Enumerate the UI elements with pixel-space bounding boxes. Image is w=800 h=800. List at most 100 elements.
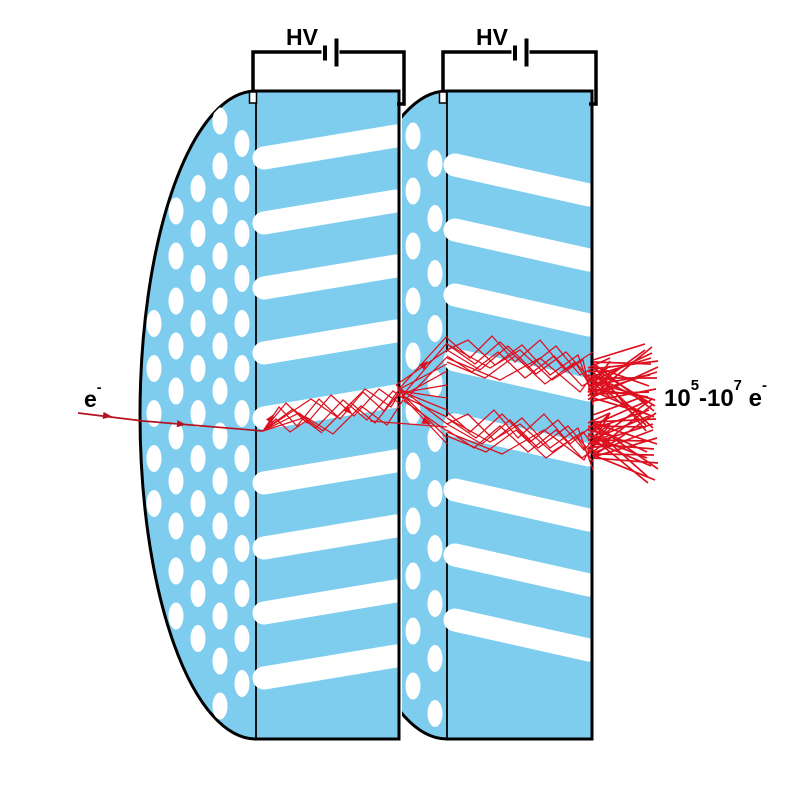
face-hole [405,177,421,205]
exit-fan-upper [592,346,653,396]
face-hole [190,265,206,292]
cascade-line-plate1 [262,387,401,432]
face-hole [405,342,421,370]
cascade-line-plate1 [262,390,405,432]
face-hole [234,670,250,697]
cascade-line-plate2-lower [446,429,594,461]
face-hole [212,242,228,270]
hv-wire-left [251,50,322,91]
exit-fan-upper [592,397,648,415]
face-hole [212,467,228,495]
input-electron-charge: - [96,379,102,396]
face-hole [405,562,421,590]
face-hole [190,490,206,517]
cascade-line-plate1 [262,388,400,432]
cascade-line-plate2-lower [446,409,594,445]
face-hole [212,107,228,135]
face-hole [427,700,443,727]
electron-trajectories [77,335,659,484]
exit-stub-upper [587,365,611,383]
arrowhead-icon [419,361,428,370]
face-hole [190,400,206,427]
face-hole [427,645,443,672]
arrowhead-icon [176,420,186,428]
exit-stub-upper [587,370,611,373]
face-hole [234,265,250,292]
cascade-line-plate2-upper [446,345,594,383]
channel-stripe [443,543,592,597]
exit-stub-upper [587,378,611,387]
face-hole [168,287,184,315]
exit-fan-upper [592,367,656,407]
face-hole [146,400,162,427]
exit-fan-upper [592,388,657,402]
exit-stub-lower [587,412,611,424]
cascade-line-plate2-upper [446,339,594,399]
exit-stub-upper [587,373,611,397]
exit-fan-upper [592,343,646,361]
face-hole [234,130,250,157]
face-hole [190,310,206,337]
hv-wire-right [529,50,598,106]
face-hole [146,490,162,517]
exit-fan-lower [592,404,653,453]
face-hole [234,400,250,427]
face-hole [234,355,250,382]
face-hole [234,625,250,652]
cascade-line-plate2-lower [446,419,594,456]
input-electron-symbol: e [84,386,97,412]
electrode-contact-slot [248,91,258,104]
exit-fan-lower [592,422,658,445]
gap-transfer-line [395,349,448,386]
face-hole [427,315,443,342]
hv-label-right: HV [476,24,508,50]
incoming-electron-line [77,412,264,432]
face-hole [234,175,250,202]
exit-fan-upper [592,352,653,382]
cascade-line-plate2-upper [446,357,594,393]
face-hole [427,535,443,562]
gap-transfer-line [397,335,448,391]
face-hole [190,580,206,607]
mcp-plate-rear [402,89,594,741]
face-hole [405,452,421,480]
electrode-contact-slot [438,91,448,104]
gap-transfer-line [397,363,448,391]
arrowhead-icon [342,405,352,414]
face-hole [427,480,443,507]
gap-transfer-line [403,356,448,402]
cascade-line-plate2-lower [446,413,594,451]
face-hole [405,287,421,315]
arrowhead-icon [102,411,112,419]
face-hole [146,310,162,337]
exit-stub-upper [587,360,611,393]
exit-fan-lower [592,453,655,456]
face-hole [212,152,228,180]
face-hole [146,445,162,472]
face-hole [405,507,421,535]
face-hole [146,355,162,382]
face-hole [212,692,228,720]
channel-stripe [443,283,592,337]
gap-transfer-line [397,389,448,439]
face-hole [234,490,250,517]
exit-stub-upper [587,357,611,369]
face-hole [212,422,228,450]
face-hole [212,332,228,360]
face-hole [427,590,443,617]
plate-border [256,89,401,741]
face-hole [168,242,184,270]
exit-stub-lower [587,412,611,452]
face-hole [212,647,228,675]
face-hole [234,220,250,247]
hv-supply-right [441,38,598,106]
face-hole [190,625,206,652]
exit-stub-lower [587,423,611,455]
face-hole [234,580,250,607]
mcp-plate-front [138,89,401,741]
plate-border [447,89,594,741]
exit-fan-upper [592,365,650,387]
face-hole [405,232,421,260]
face-hole [234,445,250,472]
